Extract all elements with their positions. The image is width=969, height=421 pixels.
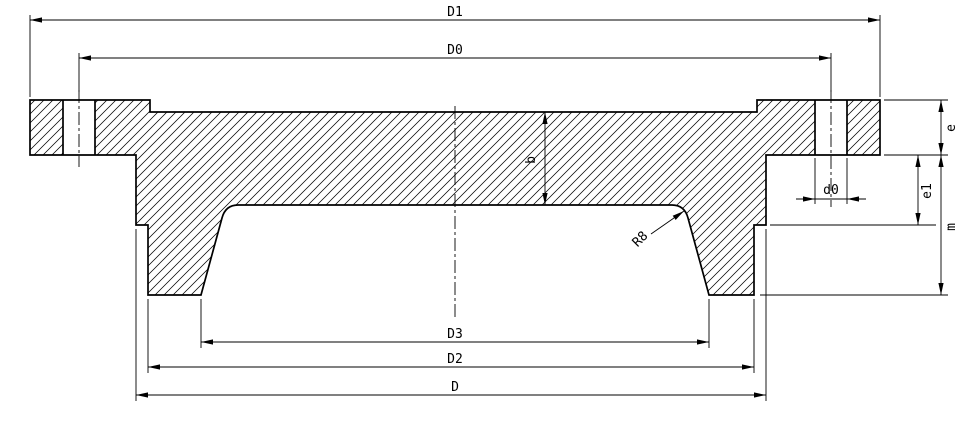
dimension-m: m	[760, 155, 959, 296]
dim-label-e1: e1	[920, 183, 935, 199]
dim-label-D2: D2	[447, 352, 463, 367]
dimension-D2: D2	[147, 299, 755, 373]
dim-label-b: b	[524, 156, 539, 164]
dim-label-D: D	[451, 380, 459, 395]
dimension-D3: D3	[200, 299, 710, 348]
dim-label-R8: R8	[630, 229, 652, 251]
radius-callout-R8: R8	[630, 210, 685, 251]
dimension-b: b	[524, 112, 548, 205]
dimension-D: D	[135, 229, 767, 401]
dimension-e: e	[884, 99, 959, 156]
dimension-D1: D1	[29, 5, 881, 97]
centerlines	[78, 90, 832, 320]
dim-label-D1: D1	[447, 5, 463, 20]
dim-label-e: e	[944, 124, 959, 132]
dim-label-D3: D3	[447, 327, 463, 342]
dim-label-d0: d0	[823, 183, 839, 198]
dimension-e1: e1	[770, 155, 936, 226]
dimension-d0: d0	[796, 158, 866, 204]
leader-line	[650, 210, 685, 235]
dimension-D0: D0	[78, 43, 832, 92]
dim-label-D0: D0	[447, 43, 463, 58]
dim-label-m: m	[944, 223, 959, 231]
